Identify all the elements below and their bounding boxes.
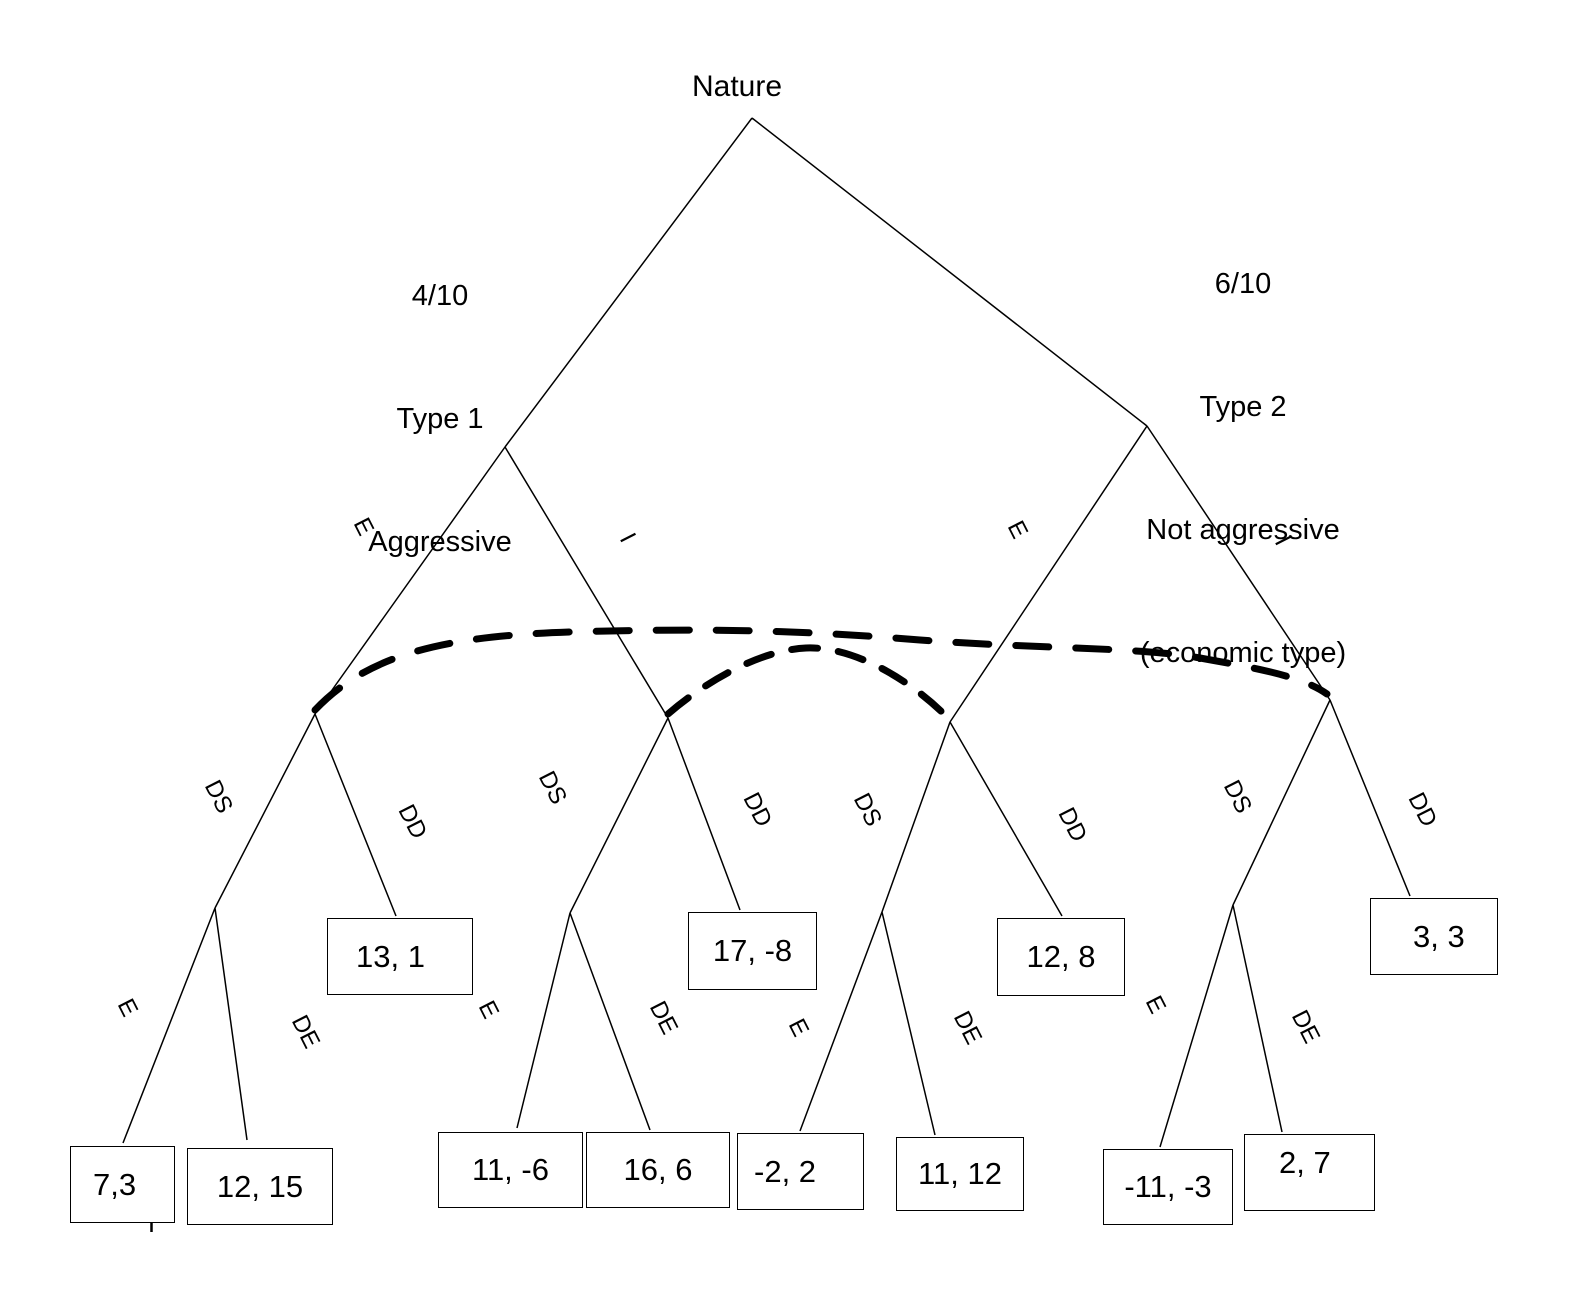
type1-probability: 4/10: [411, 280, 469, 312]
root-label: Nature: [691, 70, 783, 103]
type1-annotation: 4/10 Type 1 Aggressive: [290, 194, 590, 645]
payoff-box-2[interactable]: 12, 15: [187, 1148, 333, 1225]
type1-description: Aggressive: [368, 526, 512, 558]
type2-name: Type 2: [1199, 391, 1287, 423]
payoff-box-3[interactable]: 13, 1: [327, 918, 473, 995]
type2-probability: 6/10: [1214, 268, 1272, 300]
payoff-box-7[interactable]: -2, 2: [737, 1133, 864, 1210]
payoff-box-9[interactable]: 12, 8: [997, 918, 1125, 996]
information-set-curve-long: [311, 626, 1331, 714]
payoff-box-8[interactable]: 11, 12: [896, 1137, 1024, 1211]
payoff-box-12[interactable]: 3, 3: [1370, 898, 1498, 975]
branch-lines: [122, 117, 1411, 1148]
type2-description-2: (economic type): [1139, 637, 1347, 669]
payoff-box-5[interactable]: 16, 6: [586, 1132, 730, 1208]
payoff-box-4[interactable]: 11, -6: [438, 1132, 583, 1208]
type1-name: Type 1: [396, 403, 484, 435]
information-set-curve-short: [664, 644, 950, 720]
payoff-box-10[interactable]: -11, -3: [1103, 1149, 1233, 1225]
type2-annotation: 6/10 Type 2 Not aggressive (economic typ…: [1063, 182, 1423, 756]
payoff-box-11[interactable]: 2, 7: [1244, 1134, 1375, 1211]
payoff-box-1[interactable]: 7,3: [70, 1146, 175, 1223]
type2-description: Not aggressive: [1146, 514, 1340, 546]
payoff-box-6[interactable]: 17, -8: [688, 912, 817, 990]
